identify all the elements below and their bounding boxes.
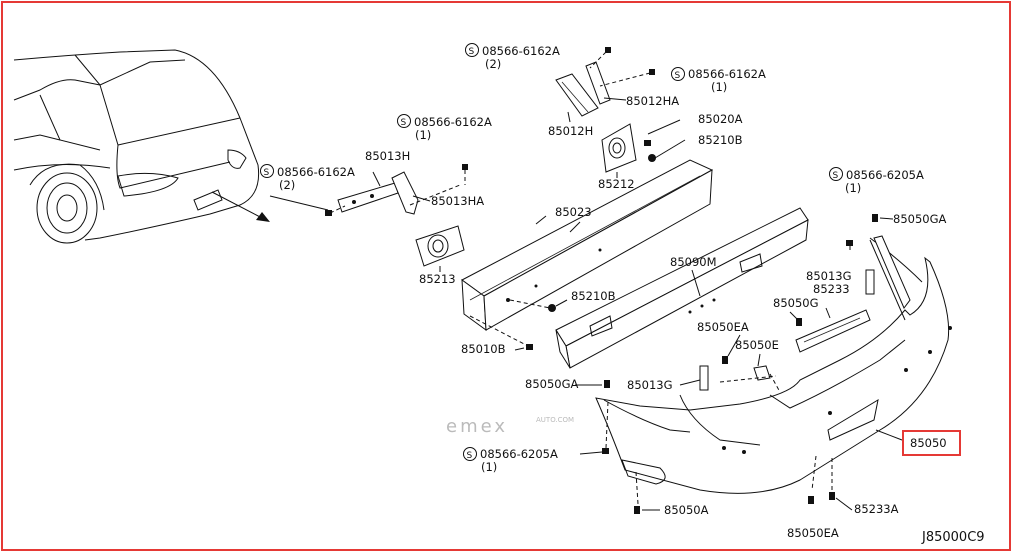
- svg-text:S: S: [469, 47, 475, 57]
- screw-qty-s2: (1): [711, 80, 727, 94]
- watermark-small: AUTO.COM: [536, 416, 574, 424]
- label-85050G: 85050G: [773, 296, 819, 310]
- screw-symbol-s6: S 08566-6205A (1): [463, 447, 558, 474]
- clip: [829, 492, 835, 500]
- screw-symbol-s2: S 08566-6162A (1): [671, 67, 766, 94]
- bolt: [462, 164, 468, 170]
- svg-text:S: S: [833, 171, 839, 181]
- screw-code-s1: 08566-6162A: [482, 44, 560, 58]
- clip: [604, 380, 610, 388]
- label-85013G-top: 85013G: [806, 269, 852, 283]
- watermark: emex AUTO.COM: [446, 416, 574, 437]
- bolt: [644, 140, 651, 146]
- label-85013H: 85013H: [365, 149, 410, 163]
- screw-qty-s5: (1): [845, 181, 861, 195]
- label-85050GA-low: 85050GA: [525, 377, 578, 391]
- screw-code-s5: 08566-6205A: [846, 168, 924, 182]
- clip: [796, 318, 802, 326]
- screw-symbol-s1: S 08566-6162A (2): [465, 43, 560, 71]
- bolt: [846, 240, 853, 246]
- label-85210B-mid: 85210B: [571, 289, 616, 303]
- highlight-box: [902, 430, 961, 456]
- label-85013G-low: 85013G: [627, 378, 673, 392]
- label-85023: 85023: [555, 205, 592, 219]
- bolt: [605, 47, 611, 53]
- label-85012HA: 85012HA: [626, 94, 679, 108]
- bolt: [526, 344, 533, 350]
- diagram-code: J85000C9: [921, 530, 985, 545]
- clip: [722, 356, 728, 364]
- label-85212: 85212: [598, 177, 635, 191]
- clip: [808, 496, 814, 504]
- screw-symbol-s4: S 08566-6162A (2): [260, 164, 355, 192]
- clip: [634, 506, 640, 514]
- nut: [548, 304, 556, 312]
- energy-absorber-85090M: [555, 207, 809, 369]
- screw-code-s2: 08566-6162A: [688, 67, 766, 81]
- label-85050GA: 85050GA: [893, 212, 946, 226]
- label-85090M: 85090M: [670, 255, 717, 269]
- screw-code-s6: 08566-6205A: [480, 447, 558, 461]
- bumper-fascia-85050: [595, 214, 952, 514]
- label-85050E: 85050E: [735, 338, 779, 352]
- svg-text:S: S: [675, 71, 681, 81]
- svg-text:S: S: [264, 168, 270, 178]
- screw-symbol-s3: S 08566-6162A (1): [397, 114, 492, 142]
- bolt: [325, 210, 332, 216]
- label-85213: 85213: [419, 272, 456, 286]
- screw-qty-s1: (2): [485, 57, 501, 71]
- watermark-brand: emex: [446, 416, 508, 437]
- svg-text:S: S: [401, 118, 407, 128]
- car-illustration: [13, 49, 270, 244]
- screw-qty-s3: (1): [415, 128, 431, 142]
- bracket-85213: [415, 225, 465, 272]
- screw-symbol-s5: S 08566-6205A (1): [829, 167, 924, 195]
- label-85233: 85233: [813, 282, 850, 296]
- nut: [648, 154, 656, 162]
- screw-code-s3: 08566-6162A: [414, 115, 492, 129]
- clip: [872, 214, 878, 222]
- red-frame: [1, 1, 1011, 551]
- screw-qty-s4: (2): [279, 178, 295, 192]
- stay-bracket-85013H: [325, 164, 468, 216]
- label-85233A: 85233A: [854, 502, 899, 516]
- stay-bracket-85012H: [555, 47, 655, 123]
- label-85020A: 85020A: [698, 112, 743, 126]
- bolt: [602, 448, 609, 454]
- label-85050EA-top: 85050EA: [697, 320, 749, 334]
- label-85050: 85050: [910, 436, 947, 450]
- reinforcement-beam-85023: [461, 159, 714, 350]
- label-85210B-top: 85210B: [698, 133, 743, 147]
- bolt: [649, 69, 655, 75]
- label-85013HA: 85013HA: [431, 194, 484, 208]
- bracket-85212: [601, 119, 686, 178]
- screw-qty-s6: (1): [481, 460, 497, 474]
- label-85010B: 85010B: [461, 342, 506, 356]
- part-labels: S 08566-6162A (2) S 08566-6162A (1) S 08…: [260, 43, 985, 545]
- label-85050EA-low: 85050EA: [787, 526, 839, 540]
- svg-text:S: S: [467, 451, 473, 461]
- label-85012H: 85012H: [548, 124, 593, 138]
- screw-code-s4: 08566-6162A: [277, 165, 355, 179]
- label-85050A: 85050A: [664, 503, 709, 517]
